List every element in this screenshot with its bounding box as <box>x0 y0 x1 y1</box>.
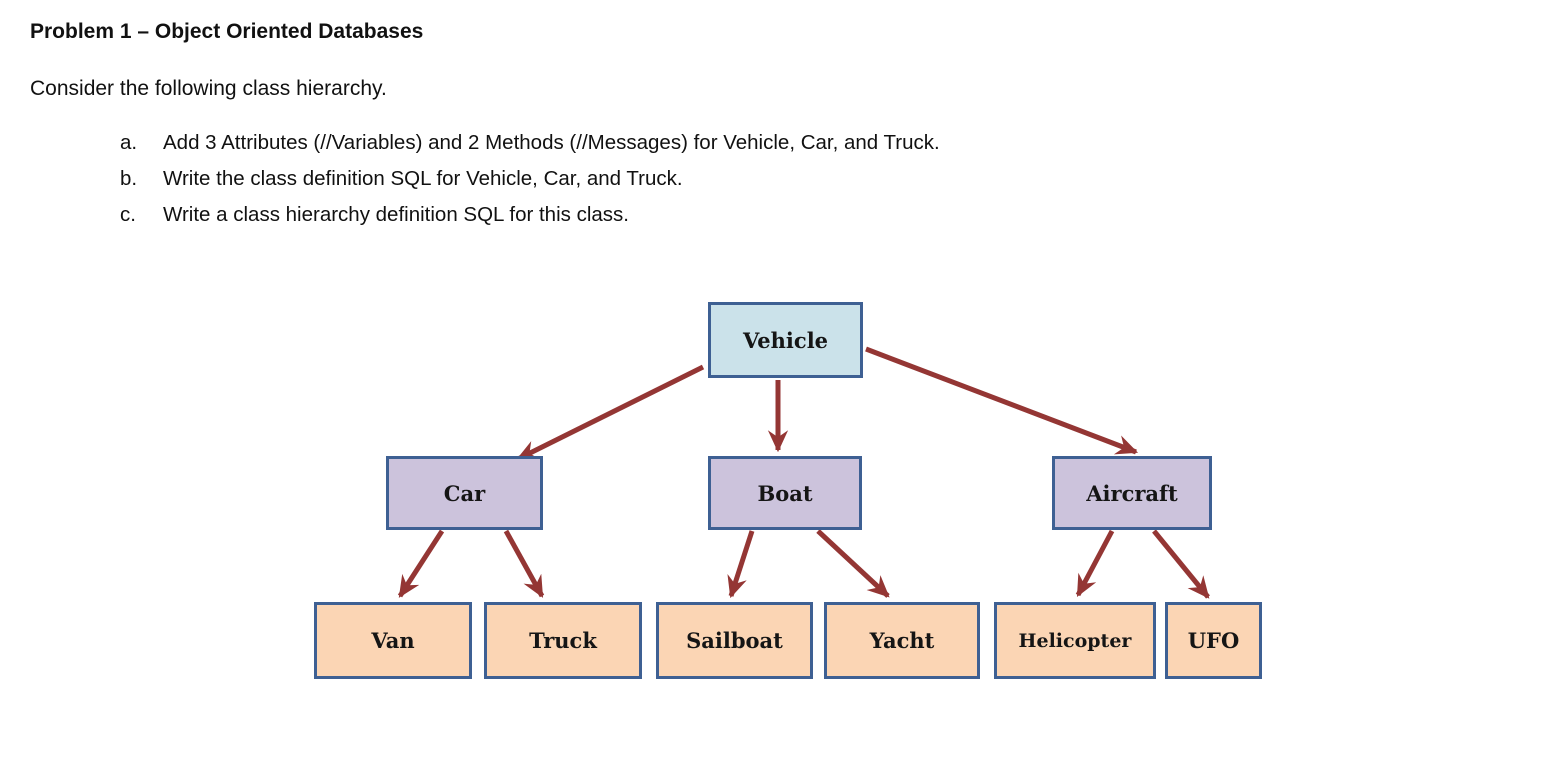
node-label: Vehicle <box>742 327 829 353</box>
task-text: Write the class definition SQL for Vehic… <box>163 167 683 190</box>
edge-vehicle-car <box>516 364 705 462</box>
edge-vehicle-aircraft <box>865 346 1139 455</box>
node-label: Truck <box>529 628 597 653</box>
task-text: Write a class hierarchy definition SQL f… <box>163 203 629 226</box>
node-aircraft: Aircraft <box>1052 456 1212 530</box>
node-label: Sailboat <box>686 628 783 653</box>
node-boat: Boat <box>708 456 862 530</box>
intro-text: Consider the following class hierarchy. <box>30 77 387 100</box>
node-label: Van <box>371 628 415 653</box>
task-marker: b. <box>120 167 138 190</box>
task-marker: a. <box>120 131 138 154</box>
node-helicopter: Helicopter <box>994 602 1156 679</box>
node-van: Van <box>314 602 472 679</box>
edge-boat-sailboat <box>727 530 755 599</box>
task-text: Add 3 Attributes (//Variables) and 2 Met… <box>163 131 940 154</box>
node-ufo: UFO <box>1165 602 1262 679</box>
edge-boat-yacht <box>816 529 890 598</box>
node-label: UFO <box>1187 628 1240 653</box>
node-label: Helicopter <box>1018 629 1132 652</box>
page-title: Problem 1 – Object Oriented Databases <box>30 20 424 43</box>
node-vehicle: Vehicle <box>708 302 863 378</box>
task-item-b: b. Write the class definition SQL for Veh… <box>120 167 683 191</box>
edge-car-van <box>397 529 445 598</box>
node-label: Aircraft <box>1086 480 1178 506</box>
node-label: Yacht <box>869 628 935 653</box>
edge-car-truck <box>503 529 545 598</box>
task-item-a: a. Add 3 Attributes (//Variables) and 2 M… <box>120 131 940 155</box>
edge-aircraft-ufo <box>1152 529 1210 599</box>
task-item-c: c. Write a class hierarchy definition SQL… <box>120 203 629 227</box>
node-label: Boat <box>757 480 813 506</box>
node-yacht: Yacht <box>824 602 980 679</box>
task-marker: c. <box>120 203 136 226</box>
edge-aircraft-helicopter <box>1075 529 1115 597</box>
node-label: Car <box>443 480 486 506</box>
node-car: Car <box>386 456 543 530</box>
node-sailboat: Sailboat <box>656 602 813 679</box>
node-truck: Truck <box>484 602 642 679</box>
